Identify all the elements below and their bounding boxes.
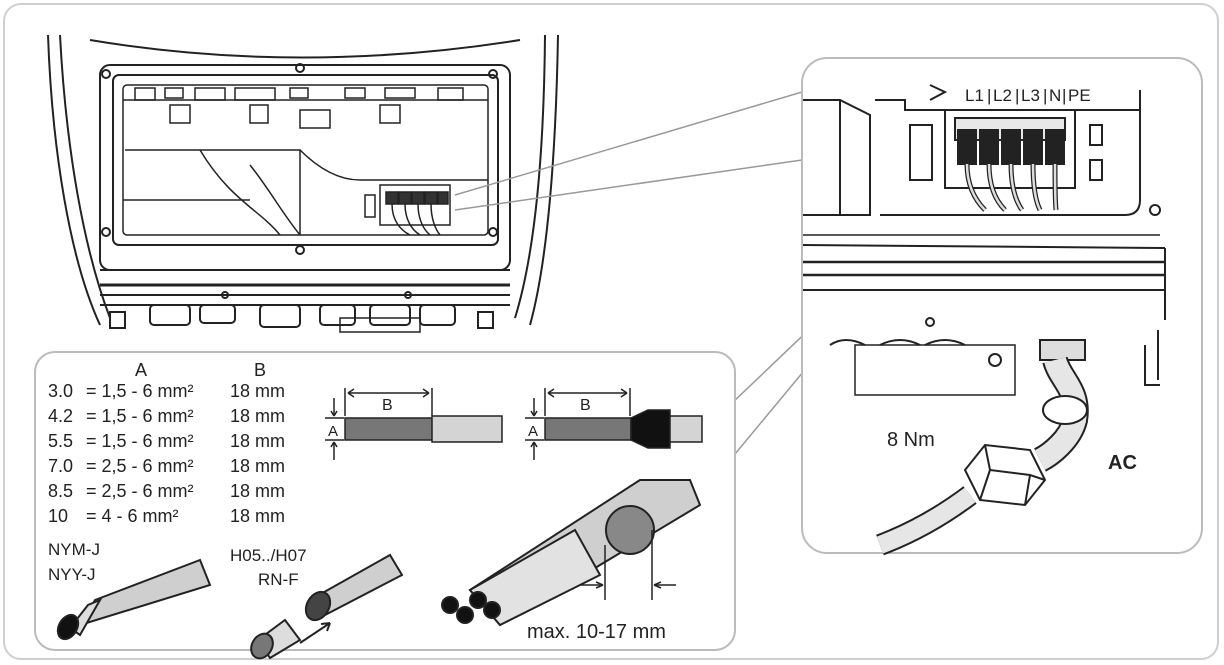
strip-dim-b: B xyxy=(382,397,393,414)
torque-label: 8 Nm xyxy=(887,429,935,451)
terminal-label-n: N xyxy=(1049,86,1061,105)
cable-table: A B 3.0 = 1,5 - 6 mm² 18 mm 4.2 = 1,5 - … xyxy=(48,360,285,526)
row-cross-section: = 2,5 - 6 mm² xyxy=(86,456,194,476)
multi-core-cable-drawing xyxy=(441,479,702,627)
solid-cable-drawing xyxy=(56,558,212,641)
strip-diagram-ferrule xyxy=(525,388,703,460)
inset-housing-detail xyxy=(802,84,1166,396)
row-a-value: 4.2 xyxy=(48,406,73,426)
cable-diameter-label: max. 10-17 mm xyxy=(527,621,666,643)
row-strip-length: 18 mm xyxy=(230,456,285,476)
row-a-value: 5.5 xyxy=(48,431,73,451)
svg-text:|: | xyxy=(987,86,991,105)
inverter-housing xyxy=(47,34,559,333)
flexible-cable-drawing xyxy=(250,553,404,660)
terminal-label-pe: PE xyxy=(1068,86,1091,105)
strip-dim-a: A xyxy=(328,423,338,440)
cable-type-h05: H05../H07 xyxy=(230,546,307,565)
row-cross-section: = 4 - 6 mm² xyxy=(86,506,179,526)
row-a-value: 3.0 xyxy=(48,381,73,401)
strip-dim-a-ferrule: A xyxy=(528,423,538,440)
terminal-label-l3: L3 xyxy=(1021,86,1040,105)
row-strip-length: 18 mm xyxy=(230,506,285,526)
inset-panel xyxy=(801,57,1203,554)
row-cross-section: = 1,5 - 6 mm² xyxy=(86,431,194,451)
cable-type-nyy: NYY-J xyxy=(48,565,96,584)
table-header-b: B xyxy=(254,360,266,380)
row-a-value: 8.5 xyxy=(48,481,73,501)
table-header-a: A xyxy=(135,360,147,380)
row-cross-section: = 1,5 - 6 mm² xyxy=(86,381,194,401)
cable-type-rnf: RN-F xyxy=(258,570,299,589)
ac-cable-gland xyxy=(876,339,1089,556)
ac-label: AC xyxy=(1108,452,1137,474)
strip-diagram-plain xyxy=(325,388,503,460)
row-strip-length: 18 mm xyxy=(230,406,285,426)
row-strip-length: 18 mm xyxy=(230,431,285,451)
strip-dim-b-ferrule: B xyxy=(580,397,591,414)
inverter-pcb xyxy=(123,87,488,236)
terminal-labels: L1 | L2 | L3 | N | PE xyxy=(965,86,1091,105)
outer-frame xyxy=(3,3,1219,660)
terminal-label-l1: L1 xyxy=(965,86,984,105)
cable-type-nym: NYM-J xyxy=(48,540,100,559)
row-a-value: 10 xyxy=(48,506,68,526)
svg-text:|: | xyxy=(1043,86,1047,105)
row-strip-length: 18 mm xyxy=(230,381,285,401)
svg-text:|: | xyxy=(1062,86,1066,105)
terminal-label-l2: L2 xyxy=(993,86,1012,105)
row-cross-section: = 2,5 - 6 mm² xyxy=(86,481,194,501)
row-a-value: 7.0 xyxy=(48,456,73,476)
row-cross-section: = 1,5 - 6 mm² xyxy=(86,406,194,426)
row-strip-length: 18 mm xyxy=(230,481,285,501)
svg-text:|: | xyxy=(1015,86,1019,105)
terminal-block-small xyxy=(364,184,451,236)
